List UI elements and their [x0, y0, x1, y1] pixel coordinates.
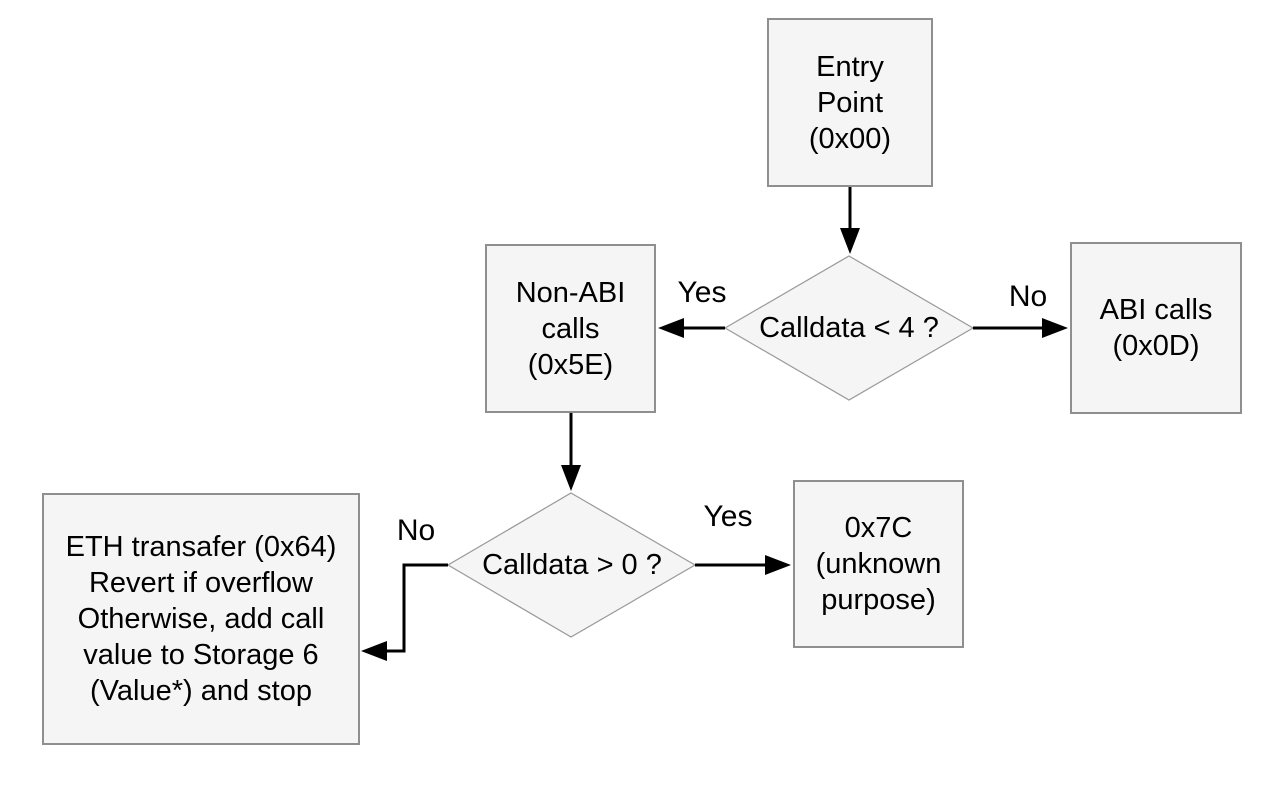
node-entry-point-label: Entry Point (0x00)	[808, 50, 892, 155]
edge-non-abi-to-decision2	[561, 413, 581, 491]
node-non-abi-calls-label: Non-ABI calls (0x5E)	[515, 276, 626, 381]
node-abi-calls-label: ABI calls (0x0D)	[1099, 294, 1213, 362]
arrow-down-icon	[561, 465, 581, 491]
node-eth-transfer-label: ETH transafer (0x64) Revert if overflow …	[65, 531, 337, 707]
edge-label-decision2-yes: Yes	[703, 500, 753, 533]
decision-calldata-gt-0-shape	[446, 492, 697, 638]
arrow-left-icon	[361, 641, 387, 661]
node-abi-calls: ABI calls (0x0D)	[1070, 242, 1242, 414]
edge-entry-to-decision1	[840, 187, 860, 254]
node-unknown-0x7c: 0x7C (unknown purpose)	[793, 480, 964, 648]
arrow-down-icon	[840, 228, 860, 254]
node-eth-transfer: ETH transafer (0x64) Revert if overflow …	[42, 493, 360, 745]
edge-decision2-no-to-eth-transfer	[361, 563, 448, 661]
node-entry-point: Entry Point (0x00)	[767, 18, 933, 187]
edge-decision2-yes-to-unknown	[695, 555, 791, 575]
edge-decision1-no-to-abi	[973, 318, 1068, 338]
edge-label-decision1-no: No	[1008, 280, 1048, 313]
node-non-abi-calls: Non-ABI calls (0x5E)	[485, 244, 656, 413]
decision-calldata-lt-4-shape	[723, 255, 975, 401]
arrow-right-icon	[1042, 318, 1068, 338]
edge-label-decision2-no: No	[396, 514, 436, 547]
node-unknown-0x7c-label: 0x7C (unknown purpose)	[815, 512, 942, 616]
edge-elbow-line	[386, 563, 448, 653]
edge-decision1-yes-to-non-abi	[658, 318, 725, 338]
arrow-left-icon	[658, 318, 684, 338]
edge-label-decision1-yes: Yes	[677, 276, 727, 309]
arrow-right-icon	[765, 555, 791, 575]
